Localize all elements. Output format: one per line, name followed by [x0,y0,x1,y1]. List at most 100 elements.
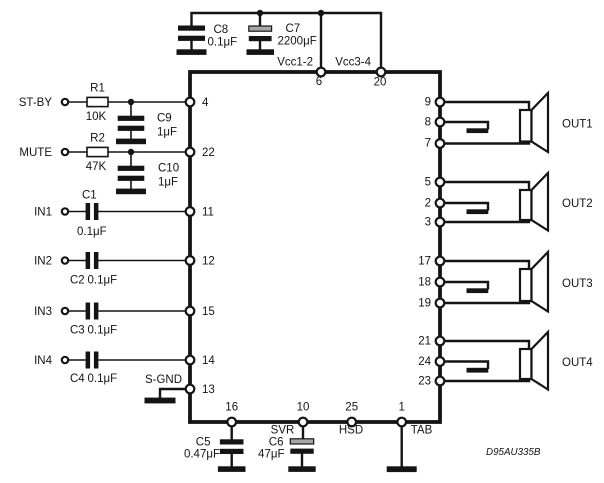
capacitor-c8: C8 0.1μF [176,24,238,55]
pin-5-number: 5 [425,177,431,189]
ground-bar [217,466,246,472]
component-ref: C1 [82,190,97,202]
component-ref: C2 [70,275,85,287]
ground-bar [386,466,417,473]
pin-24 [434,356,446,367]
component-ref: C4 [70,373,85,385]
component-ref: C8 [214,24,229,36]
stby-label: ST-BY [19,97,53,109]
capacitor-plate [219,439,244,445]
pin-25 [346,416,358,428]
pin-18-number: 18 [418,277,431,289]
component-ref: C10 [158,163,179,175]
speaker-cone [530,329,550,392]
capacitor-plate [93,203,99,220]
sgnd-label: S-GND [145,374,182,386]
capacitor-plate-positive [289,438,315,445]
in3-terminal [60,306,70,316]
capacitor-c2 [85,252,99,269]
pin-17 [434,255,446,267]
pin-2-number: 2 [425,198,431,210]
pin-19 [434,297,446,309]
ground-bar [144,397,176,404]
capacitor-c3 [85,302,99,320]
net-label-vcc34: Vcc3-4 [335,57,371,69]
drawing-code: D95AU335B [486,447,541,458]
out2-label: OUT2 [562,198,593,210]
out1-group: 9 8 7 OUT1 [425,90,593,155]
wire-segment [190,11,383,72]
component-ref: C9 [157,113,172,125]
wire-segment [67,151,191,190]
pin-25-number: 25 [345,402,358,414]
speaker-driver [518,188,533,222]
pin-20-number: 20 [374,77,387,89]
ground-bar [288,466,316,472]
supply-section: C8 0.1μF C7 2200μF Vcc1-2 Vcc3-4 6 20 [176,9,387,89]
in3-row: IN3 C3 0.1μF 15 [34,302,215,337]
out4-label: OUT4 [562,357,593,369]
capacitor-plate [117,115,145,121]
resistor-r2 [86,146,109,158]
component-ref: C6 [269,437,284,449]
pin-7 [434,138,446,149]
speaker-driver [518,347,533,381]
out3-group: 17 18 19 OUT3 [418,249,593,314]
svr-label: SVR [271,425,295,437]
capacitor-c6: C6 47μF [258,420,316,472]
capacitor-plate [117,125,145,131]
sgnd-row: S-GND 13 [144,374,215,404]
pin-6-number: 6 [316,76,322,88]
ground-bar [176,49,207,55]
stby-row: ST-BY R1 10K C9 1μF 4 [19,83,209,145]
wire-segment [438,339,531,383]
ic-outline [188,70,442,424]
hsd-label: HSD [339,425,363,437]
capacitor-plate [85,252,91,269]
capacitor-plate [178,25,205,31]
speaker-cone [530,90,550,155]
pin-4 [184,96,196,108]
in4-row: IN4 C4 0.1μF 14 [34,351,215,385]
tab-label: TAB [411,425,433,437]
pin-15-number: 15 [202,306,215,318]
pin-10-number: 10 [297,402,310,414]
component-value: 47μF [258,449,284,461]
capacitor-plate [117,165,145,171]
pin-24-number: 24 [418,356,431,368]
in1-row: IN1 C1 0.1μF 11 [34,190,214,239]
component-value: 0.1μF [208,37,238,49]
pin-15 [184,305,196,317]
pin-16-number: 16 [225,402,238,414]
pin-3 [434,216,446,228]
pin-1 [396,416,408,428]
component-value: 0.1μF [77,226,107,238]
pin-8 [434,116,446,128]
speaker-out4 [518,329,550,392]
capacitor-plate [290,448,314,454]
component-value: 0.1μF [88,373,118,385]
speaker-out2 [518,170,550,233]
ground-bar [466,209,489,215]
capacitor-plate [85,302,91,320]
in1-label: IN1 [34,207,52,219]
ground-bar [116,138,146,145]
pin-14 [184,354,196,366]
capacitor-plate [85,351,91,369]
in3-label: IN3 [34,306,52,318]
pin-9-number: 9 [425,97,431,109]
capacitor-plate [93,302,99,320]
component-ref: C5 [196,437,211,449]
wire-segment [67,101,191,140]
wire-segment [438,259,531,305]
pin-7-number: 7 [425,138,431,150]
component-value: 1μF [158,177,178,189]
pin-14-number: 14 [202,355,215,367]
ic-body [188,70,442,424]
speaker-cone [530,170,550,233]
net-label-vcc12: Vcc1-2 [277,57,313,69]
in1-terminal [60,207,70,216]
junction-dot [127,148,135,156]
